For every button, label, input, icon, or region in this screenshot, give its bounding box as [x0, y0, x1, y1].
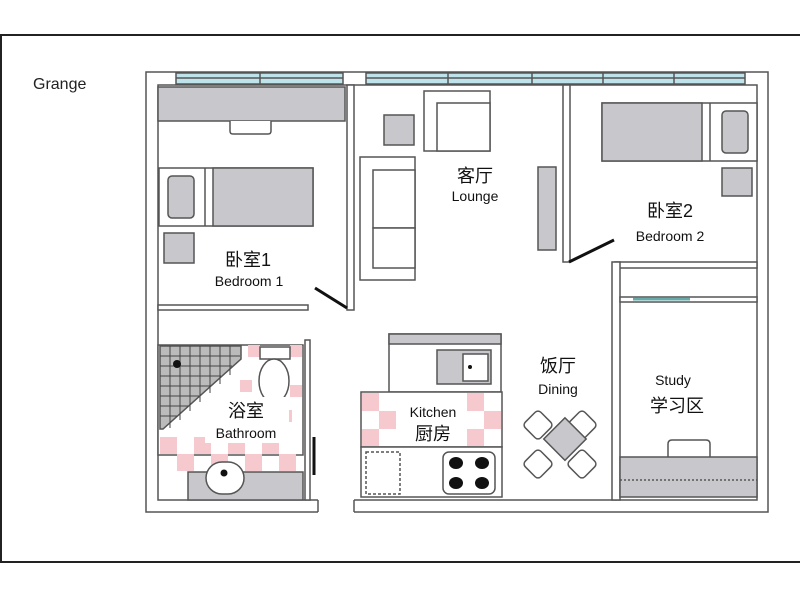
frame-bottom-border — [0, 561, 800, 563]
lounge-furniture — [359, 90, 557, 281]
vanity — [187, 471, 304, 501]
bathroom-fixtures — [157, 344, 304, 501]
study-label-en: Study — [655, 372, 691, 388]
drain — [173, 360, 181, 368]
room-labels: 卧室1 Bedroom 1 客厅 Lounge 卧室2 Bedroom 2 浴室… — [200, 166, 704, 446]
kitchen-label-en: Kitchen — [410, 404, 457, 420]
side-table — [383, 114, 415, 146]
pillow — [721, 110, 749, 154]
frame-top-border — [0, 34, 800, 36]
toilet-bowl — [258, 358, 290, 404]
frame-left-border — [0, 34, 2, 562]
study-furniture — [619, 439, 758, 498]
study-chair — [667, 439, 711, 457]
pillow — [167, 175, 195, 219]
nightstand — [163, 232, 195, 264]
bedroom1-label-en: Bedroom 1 — [215, 273, 284, 289]
dining-table-set — [523, 410, 597, 479]
bedroom1-furniture — [157, 86, 346, 264]
wardrobe — [157, 86, 346, 122]
desk-chair — [229, 121, 272, 135]
bedroom2-label-cn: 卧室2 — [647, 201, 693, 221]
bathroom-label-en: Bathroom — [216, 425, 277, 441]
bed — [601, 102, 703, 162]
plan-caption: Grange — [33, 76, 87, 93]
stove — [442, 451, 496, 495]
bedroom2-furniture — [601, 102, 758, 197]
dining-label-en: Dining — [538, 381, 578, 397]
toilet-tank — [259, 346, 291, 360]
interior-walls — [157, 84, 758, 501]
bathroom-label-cn: 浴室 — [228, 401, 264, 421]
bed — [212, 167, 314, 227]
tv-unit — [537, 166, 557, 251]
kitchen-tiles — [362, 393, 501, 446]
dining-table — [542, 416, 588, 462]
study-label-cn: 学习区 — [650, 396, 704, 416]
windows — [175, 72, 746, 85]
study-desk — [619, 456, 758, 498]
nightstand — [721, 167, 753, 197]
lounge-label-en: Lounge — [452, 188, 499, 204]
bedroom1-label-cn: 卧室1 — [225, 250, 271, 270]
lounge-label-cn: 客厅 — [457, 166, 493, 186]
kitchen-label-cn: 厨房 — [415, 424, 451, 444]
sink-basin — [205, 461, 245, 495]
fridge-space — [365, 451, 401, 495]
bedroom2-label-en: Bedroom 2 — [636, 228, 705, 244]
dining-label-cn: 饭厅 — [540, 356, 576, 376]
